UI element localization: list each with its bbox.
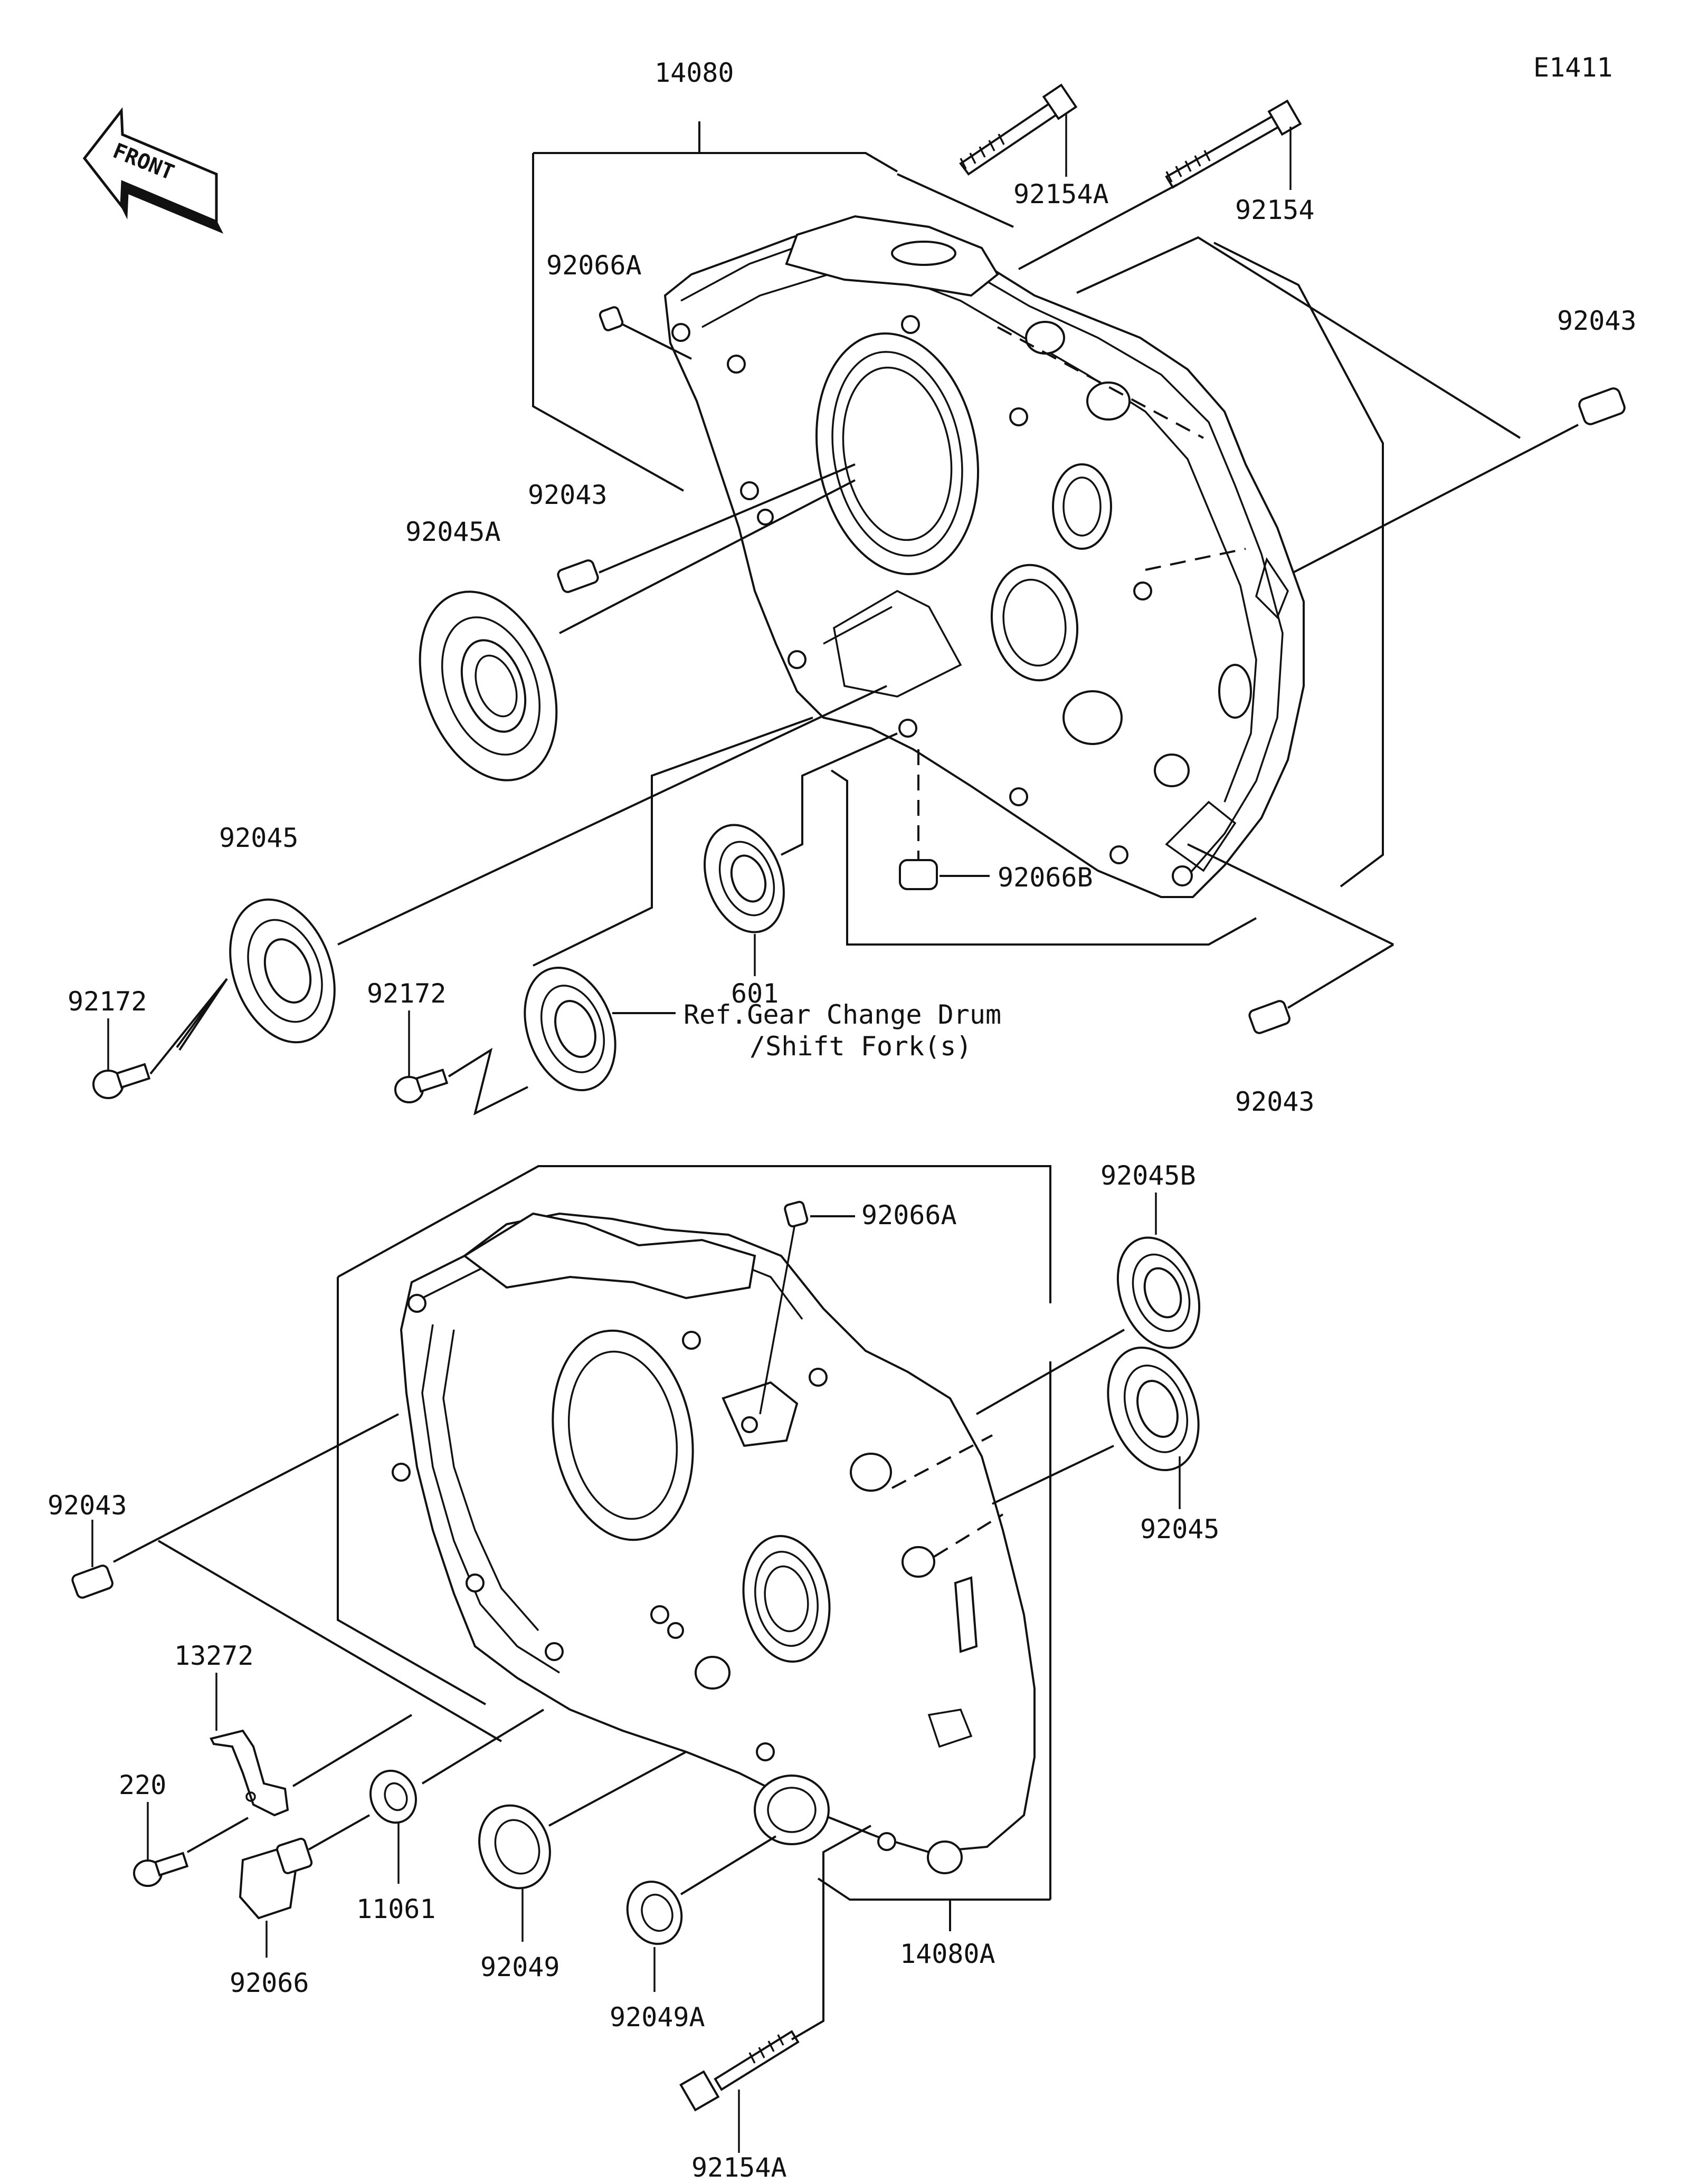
oil-seal-92049 xyxy=(478,1751,687,1942)
label-92045A: 92045A xyxy=(405,517,501,547)
label-601: 601 xyxy=(731,978,779,1009)
bolt-92154A-top xyxy=(959,83,1078,177)
label-92066A-bottom: 92066A xyxy=(861,1200,957,1231)
bearing-ref-gear-change-drum xyxy=(524,717,813,1092)
label-92049: 92049 xyxy=(480,1952,560,1982)
label-ref-shift-forks: /Shift Fork(s) xyxy=(749,1031,972,1062)
bearing-92045-right xyxy=(992,1346,1200,1509)
label-13272: 13272 xyxy=(174,1641,254,1671)
label-92172-left: 92172 xyxy=(68,986,147,1017)
crankcase-right-14080 xyxy=(532,121,1305,898)
bracket-13272 xyxy=(210,1673,413,1817)
dowel-92043-left xyxy=(71,1413,502,1742)
bearing-601 xyxy=(704,732,898,976)
bearing-92045-left xyxy=(229,685,887,1044)
crankcase-left-14080A xyxy=(337,1165,1051,1931)
bolt-92154 xyxy=(1165,99,1302,190)
label-11061: 11061 xyxy=(356,1894,436,1924)
label-14080: 14080 xyxy=(654,58,734,88)
label-14080A: 14080A xyxy=(900,1939,995,1969)
label-92154A-bottom: 92154A xyxy=(691,2152,787,2181)
bearing-92045B xyxy=(976,1193,1201,1415)
screw-92172-left xyxy=(92,978,228,1099)
label-ref-gear-change-drum: Ref.Gear Change Drum xyxy=(684,999,1001,1030)
label-220: 220 xyxy=(119,1770,166,1800)
label-92045-right: 92045 xyxy=(1140,1514,1220,1544)
diagram-code: E1411 xyxy=(1533,52,1613,83)
label-92045-left: 92045 xyxy=(219,823,299,853)
dowel-92043-right xyxy=(1293,387,1626,574)
bearing-92045A xyxy=(419,479,856,781)
screw-92172-mid xyxy=(394,1010,528,1115)
drain-plug-92066 xyxy=(239,1814,370,1958)
label-92154: 92154 xyxy=(1235,195,1315,225)
dowel-92066A-top xyxy=(599,306,692,360)
label-92045B: 92045B xyxy=(1100,1160,1196,1191)
label-92043-mid: 92043 xyxy=(528,480,608,510)
label-92172-mid: 92172 xyxy=(367,978,447,1009)
label-92049A: 92049A xyxy=(610,2002,705,2033)
dowel-92066A-bottom xyxy=(759,1200,855,1415)
dowel-92066B xyxy=(899,749,990,890)
label-92043-right: 92043 xyxy=(1557,306,1637,336)
label-92066A-top: 92066A xyxy=(546,250,642,281)
label-92043-left: 92043 xyxy=(48,1490,127,1521)
dowel-92043-mid xyxy=(557,463,856,593)
label-92066: 92066 xyxy=(230,1968,309,1998)
dowel-92043-lowright xyxy=(1187,843,1394,1034)
bolt-92154A-bottom xyxy=(679,1825,871,2153)
screw-220 xyxy=(133,1802,249,1887)
front-arrow-icon: FRONT xyxy=(82,107,224,234)
washer-11061 xyxy=(369,1709,545,1884)
oil-seal-92049A xyxy=(626,1835,777,1992)
label-92043-lowright: 92043 xyxy=(1235,1086,1315,1117)
label-92066B: 92066B xyxy=(998,862,1093,893)
label-92154A-top: 92154A xyxy=(1013,179,1109,209)
